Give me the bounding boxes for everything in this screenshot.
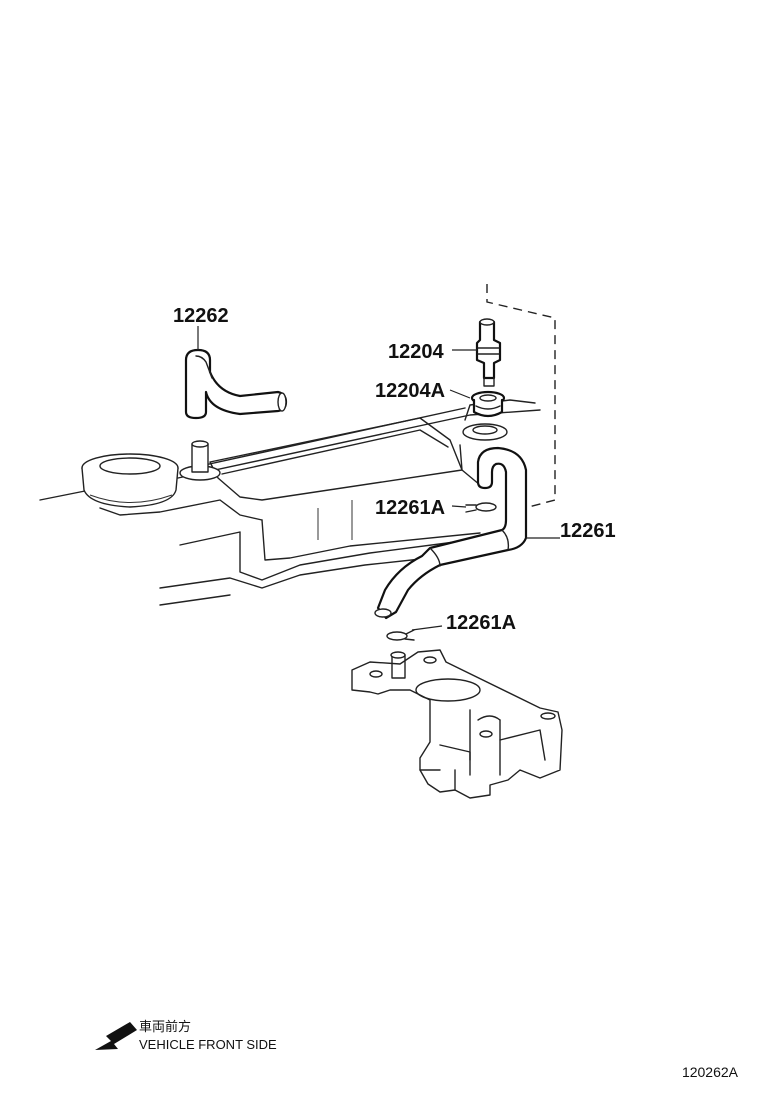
- clip-12261a-lower: [386, 629, 415, 641]
- grommet-12204a: [470, 390, 506, 418]
- cover-breather-nipple: [179, 440, 221, 481]
- legend-english: VEHICLE FRONT SIDE: [139, 1037, 277, 1052]
- leader-lines: [197, 326, 560, 631]
- oil-filler-cap: [81, 453, 179, 508]
- diagram-code: 120262A: [681, 1064, 738, 1080]
- hose-12261: [374, 446, 528, 620]
- legend-japanese: 車両前方: [139, 1019, 192, 1034]
- label-12261a-lower: 12261A: [446, 612, 516, 634]
- hose-12262: [184, 348, 288, 420]
- label-12204: 12204: [388, 341, 444, 363]
- throttle-body-housing: [351, 649, 563, 799]
- pcv-valve-12204: [475, 318, 502, 387]
- label-12261: 12261: [560, 520, 616, 542]
- pcv-valve-boss: [462, 423, 508, 441]
- clip-12261a-upper: [465, 502, 497, 513]
- label-12262: 12262: [173, 305, 229, 327]
- vehicle-front-arrow-icon: [95, 1022, 137, 1050]
- label-12261a-upper: 12261A: [375, 497, 445, 519]
- label-12204a: 12204A: [375, 380, 445, 402]
